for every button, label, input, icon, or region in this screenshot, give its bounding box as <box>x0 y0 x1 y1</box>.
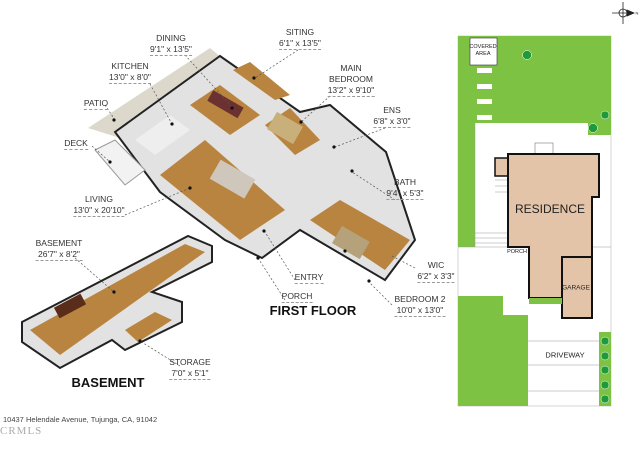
bed-2 <box>332 225 370 260</box>
room-name: BEDROOM <box>329 74 373 84</box>
side-lawn-right <box>600 36 611 135</box>
room-name: BATH <box>393 177 417 187</box>
mls-watermark: CRMLS <box>0 425 43 437</box>
room-name: MAIN <box>340 63 362 73</box>
room-markers <box>108 76 371 343</box>
basement-floor <box>30 244 205 355</box>
patio-area <box>88 48 222 138</box>
room-name: ENS <box>383 105 401 115</box>
basement-title: BASEMENT <box>71 375 145 390</box>
compass-icon <box>612 2 636 24</box>
property-address: 10437 Helendale Avenue, Tujunga, CA, 910… <box>3 415 158 424</box>
siting-floor <box>233 62 290 100</box>
room-size: 6'1" x 13'5" <box>279 38 321 50</box>
label-deck: DECK <box>64 138 88 150</box>
storage-box <box>494 157 509 177</box>
covered-area <box>469 37 498 66</box>
compass-north-label: N <box>635 10 639 16</box>
site-porch-label: PORCH <box>507 249 527 255</box>
room-size: 9'4" x 5'3" <box>386 188 424 200</box>
label-porch: PORCH <box>281 291 313 303</box>
room-size: 10'0" x 13'0" <box>394 305 446 317</box>
room-name: BEDROOM 2 <box>394 294 446 304</box>
room-name: LIVING <box>85 194 113 204</box>
room-size: 13'0" x 20'10" <box>73 205 125 217</box>
room-size: 9'1" x 13'5" <box>150 44 192 56</box>
garage-label: GARAGE <box>562 284 590 292</box>
covered-label-line: COVERED <box>469 44 497 50</box>
bed <box>267 111 303 145</box>
room-size: 13'2" x 9'10" <box>327 85 375 97</box>
room-name: KITCHEN <box>111 61 149 71</box>
label-entry: ENTRY <box>294 272 324 284</box>
room-size: 7'0" x 5'1" <box>169 368 211 380</box>
site-plan <box>457 2 636 407</box>
tree-icons <box>522 50 610 404</box>
driveway-label: DRIVEWAY <box>545 350 585 360</box>
residence-label: RESIDENCE <box>514 202 586 216</box>
room-size: 26'7" x 8'2" <box>35 249 83 261</box>
covered-label-line: AREA <box>475 51 491 57</box>
first-floor-title: FIRST FLOOR <box>269 303 357 318</box>
living-floor <box>160 140 285 240</box>
room-name: DINING <box>156 33 186 43</box>
front-lawn <box>458 296 528 406</box>
leader-lines <box>74 49 416 367</box>
label-patio: PATIO <box>83 98 109 110</box>
rug <box>209 159 256 199</box>
dining-table <box>207 90 244 119</box>
garage <box>561 256 593 319</box>
room-size: 6'2" x 3'3" <box>417 271 455 283</box>
deck <box>94 139 146 186</box>
side-lawn-left <box>458 36 475 247</box>
room-size: 13'0" x 8'0" <box>109 72 151 84</box>
bedroom2-floor <box>310 200 410 270</box>
basement-counter <box>53 293 87 319</box>
room-name: BASEMENT <box>35 238 83 248</box>
room-name: STORAGE <box>169 357 211 367</box>
room-size: 6'8" x 3'0" <box>373 116 411 128</box>
kitchen-floor <box>135 115 190 155</box>
room-name: WIC <box>427 260 445 270</box>
room-name: SITING <box>285 27 315 37</box>
storage-floor <box>125 312 172 342</box>
